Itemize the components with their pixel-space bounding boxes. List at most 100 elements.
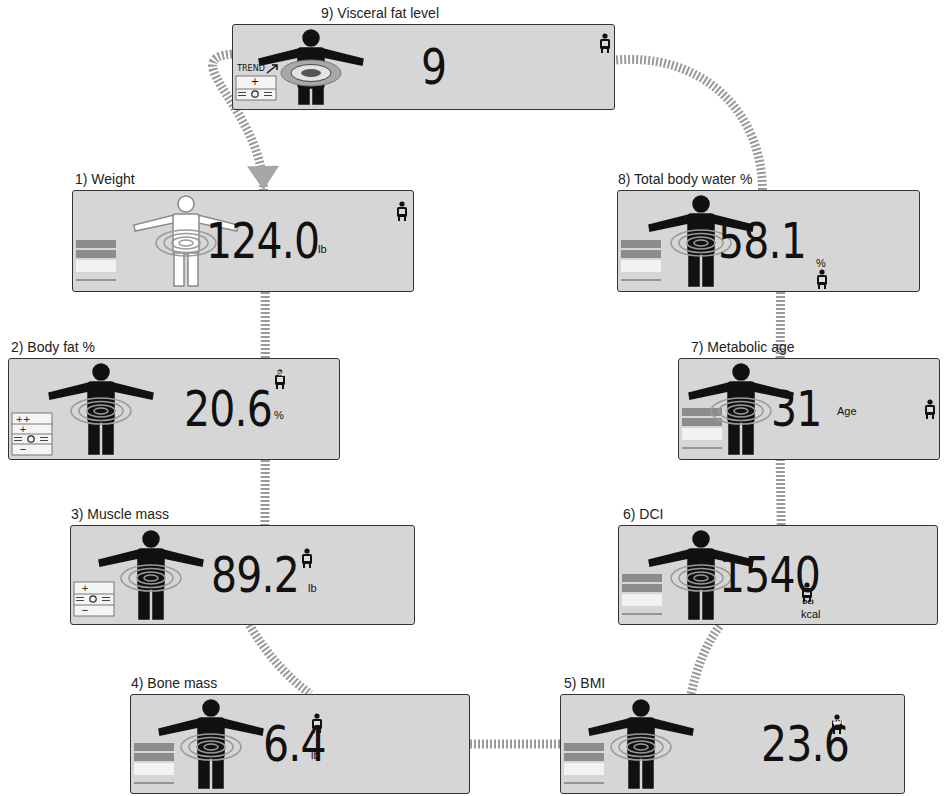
icon-legs bbox=[304, 564, 310, 568]
panel-heading: 1) Weight bbox=[75, 171, 135, 187]
range-box bbox=[74, 582, 114, 616]
signal-ring bbox=[137, 572, 165, 584]
signal-ring bbox=[687, 572, 715, 584]
signal-ring bbox=[129, 569, 173, 588]
range-indicator bbox=[682, 408, 722, 448]
signal-ring bbox=[94, 408, 108, 414]
range-box bbox=[12, 413, 52, 455]
range-marker bbox=[28, 436, 34, 442]
hatched-connector bbox=[249, 625, 310, 694]
range-band bbox=[621, 260, 661, 272]
lcd-reading: 20.6 bbox=[184, 384, 272, 434]
range-line bbox=[134, 783, 174, 784]
range-band bbox=[564, 763, 604, 775]
figure-leg bbox=[174, 253, 184, 286]
figure-leg bbox=[689, 588, 699, 619]
icon-legs bbox=[927, 415, 933, 419]
range-indicator bbox=[236, 76, 276, 108]
hatched-bar bbox=[780, 460, 781, 525]
range-line bbox=[622, 614, 662, 615]
signal-ring bbox=[694, 240, 708, 246]
indicator-label: + bbox=[81, 584, 89, 593]
range-band bbox=[564, 753, 604, 761]
range-line bbox=[564, 783, 604, 784]
signal-ring bbox=[679, 234, 723, 253]
icon-head bbox=[819, 269, 824, 274]
range-indicator bbox=[622, 574, 662, 614]
person-icon bbox=[925, 399, 935, 419]
figure-leg bbox=[139, 588, 149, 619]
icon-body bbox=[925, 405, 935, 415]
range-indicator bbox=[12, 413, 52, 455]
range-ticks bbox=[14, 438, 48, 441]
lcd-reading: 1540 bbox=[719, 550, 820, 600]
lcd-panel: 6) DCI1540kcalDCI bbox=[618, 525, 938, 625]
lcd-reading: 31 bbox=[771, 384, 822, 434]
person-icon bbox=[600, 33, 610, 53]
signal-ring bbox=[687, 237, 715, 249]
lcd-panel: 7) Metabolic age31Age bbox=[678, 358, 940, 460]
range-divider bbox=[236, 89, 276, 90]
panel-heading: 5) BMI bbox=[564, 675, 605, 691]
figure-leg bbox=[703, 253, 713, 286]
signal-ring bbox=[634, 744, 648, 750]
body-figure bbox=[99, 531, 203, 619]
figure-head bbox=[143, 531, 159, 547]
signal-ring bbox=[711, 398, 771, 424]
range-divider bbox=[12, 434, 52, 435]
signal-ring bbox=[181, 734, 241, 760]
lcd-panel: 9) Visceral fat level9TREND+ bbox=[232, 24, 615, 110]
hatched-bar bbox=[470, 740, 560, 749]
range-ticks bbox=[76, 598, 110, 601]
figure-leg bbox=[643, 757, 653, 788]
range-band bbox=[76, 240, 116, 248]
signal-ring bbox=[179, 240, 193, 246]
range-band bbox=[621, 240, 661, 248]
lcd-reading: 23.6 bbox=[761, 719, 849, 769]
range-indicator bbox=[621, 240, 661, 280]
panel-illustration bbox=[561, 695, 903, 792]
icon-window bbox=[399, 209, 405, 214]
unit-text: % bbox=[816, 257, 826, 269]
range-band bbox=[76, 260, 116, 272]
icon-window bbox=[927, 407, 933, 412]
range-indicator bbox=[74, 582, 114, 616]
range-band bbox=[621, 250, 661, 258]
icon-body bbox=[302, 554, 312, 564]
figure-leg bbox=[629, 757, 639, 788]
figure-head bbox=[203, 700, 219, 716]
body-figure bbox=[159, 700, 263, 788]
range-band bbox=[622, 574, 662, 582]
hatched-connector bbox=[470, 744, 560, 745]
range-indicator bbox=[564, 743, 604, 783]
figure-head bbox=[693, 196, 709, 212]
hatched-bar bbox=[249, 625, 310, 694]
unit-text: lb bbox=[318, 243, 327, 255]
range-divider bbox=[74, 594, 114, 595]
arrow-head bbox=[247, 166, 279, 190]
icon-head bbox=[927, 399, 932, 404]
figure-leg bbox=[703, 588, 713, 619]
range-marker bbox=[252, 91, 258, 97]
lcd-reading: 9 bbox=[421, 42, 446, 92]
lcd-reading: 58.1 bbox=[718, 216, 806, 266]
icon-legs bbox=[277, 385, 283, 389]
visceral-ring bbox=[301, 69, 321, 77]
signal-ring bbox=[204, 744, 218, 750]
indicator-label: − bbox=[19, 445, 27, 454]
signal-ring bbox=[79, 402, 123, 421]
body-figure bbox=[589, 700, 693, 788]
signal-ring bbox=[189, 738, 233, 757]
indicator-label: DCI bbox=[802, 599, 814, 605]
signal-ring bbox=[619, 738, 663, 757]
signal-ring bbox=[172, 237, 200, 249]
icon-legs bbox=[602, 49, 608, 53]
range-indicator bbox=[134, 743, 174, 783]
figure-head bbox=[693, 531, 709, 547]
icon-legs bbox=[399, 217, 405, 221]
indicator-label: TREND bbox=[237, 65, 265, 73]
signal-ring bbox=[197, 741, 225, 753]
icon-head bbox=[304, 548, 309, 553]
panel-heading: 7) Metabolic age bbox=[691, 339, 795, 355]
